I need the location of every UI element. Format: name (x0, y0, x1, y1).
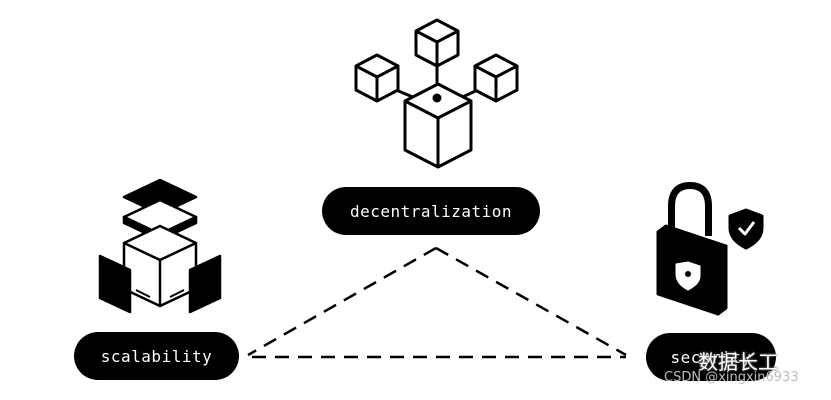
node-label: decentralization (349, 201, 513, 221)
node-security: security (646, 333, 776, 381)
padlock-shield-icon (656, 182, 764, 316)
watermark-credit: CSDN @xingxin6933 (664, 370, 799, 385)
network-cubes-icon (354, 18, 519, 169)
edge-decentralization-security (435, 246, 627, 357)
node-label: security (670, 347, 752, 367)
node-decentralization: decentralization (322, 187, 540, 235)
node-label: scalability (100, 346, 213, 366)
watermark-brand: 数据长工 (698, 350, 778, 374)
edge-decentralization-scalability (247, 246, 437, 357)
stacked-layers-cube-icon (98, 178, 222, 314)
edges (247, 246, 627, 359)
node-scalability: scalability (74, 332, 239, 380)
